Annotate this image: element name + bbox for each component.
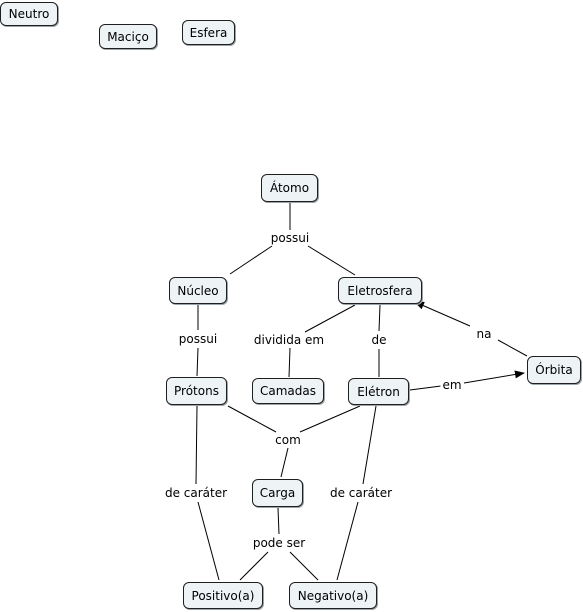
concept-negativo[interactable]: Negativo(a) bbox=[289, 582, 377, 609]
link-eletrosfera-dividida bbox=[304, 304, 356, 333]
link-label-de: de bbox=[369, 333, 389, 347]
link-podeser-positivo bbox=[239, 551, 269, 581]
link-com-carga bbox=[280, 447, 289, 478]
concept-eletrosfera[interactable]: Eletrosfera bbox=[338, 277, 422, 304]
concept-orbita[interactable]: Órbita bbox=[527, 356, 581, 384]
link-orbita-na bbox=[497, 339, 528, 357]
link-decarater-negativo bbox=[336, 501, 359, 581]
concept-esfera[interactable]: Esfera bbox=[182, 20, 235, 45]
link-podeser-negativo bbox=[289, 551, 319, 581]
concept-positivo[interactable]: Positivo(a) bbox=[183, 582, 263, 609]
link-protons-com bbox=[227, 405, 277, 433]
link-protons-decarater bbox=[195, 405, 198, 485]
link-na-eletrosfera bbox=[414, 301, 471, 327]
link-dividida-camadas bbox=[288, 347, 291, 378]
link-possui-eletrosfera bbox=[307, 245, 356, 276]
link-em-orbita bbox=[463, 370, 525, 384]
link-label-em: em bbox=[440, 378, 464, 392]
link-carga-podeser bbox=[277, 507, 280, 535]
concept-protons[interactable]: Prótons bbox=[166, 377, 227, 405]
link-possui-nucleo bbox=[229, 245, 273, 275]
link-decarater-positivo bbox=[197, 501, 220, 581]
link-label-possui-top: possui bbox=[268, 231, 312, 245]
link-eletron-em bbox=[409, 385, 442, 391]
link-eletron-decarater bbox=[362, 405, 377, 485]
concept-eletron[interactable]: Elétron bbox=[348, 378, 409, 405]
link-label-na: na bbox=[474, 327, 494, 341]
link-label-com: com bbox=[273, 433, 303, 447]
link-label-de-carater-right: de caráter bbox=[327, 486, 395, 500]
link-eletrosfera-de bbox=[378, 304, 381, 332]
link-eletron-com bbox=[299, 405, 361, 433]
concept-nucleo[interactable]: Núcleo bbox=[169, 277, 227, 304]
link-possui-protons bbox=[196, 347, 199, 377]
link-label-possui-left: possui bbox=[176, 332, 220, 346]
concept-neutro[interactable]: Neutro bbox=[0, 2, 58, 26]
link-label-de-carater-left: de caráter bbox=[162, 486, 230, 500]
link-label-dividida-em: dividida em bbox=[251, 333, 327, 347]
concept-camadas[interactable]: Camadas bbox=[252, 378, 324, 404]
link-label-pode-ser: pode ser bbox=[250, 536, 308, 550]
concept-atomo[interactable]: Átomo bbox=[261, 174, 318, 202]
concept-macico[interactable]: Maciço bbox=[99, 24, 157, 49]
concept-carga[interactable]: Carga bbox=[252, 479, 303, 507]
